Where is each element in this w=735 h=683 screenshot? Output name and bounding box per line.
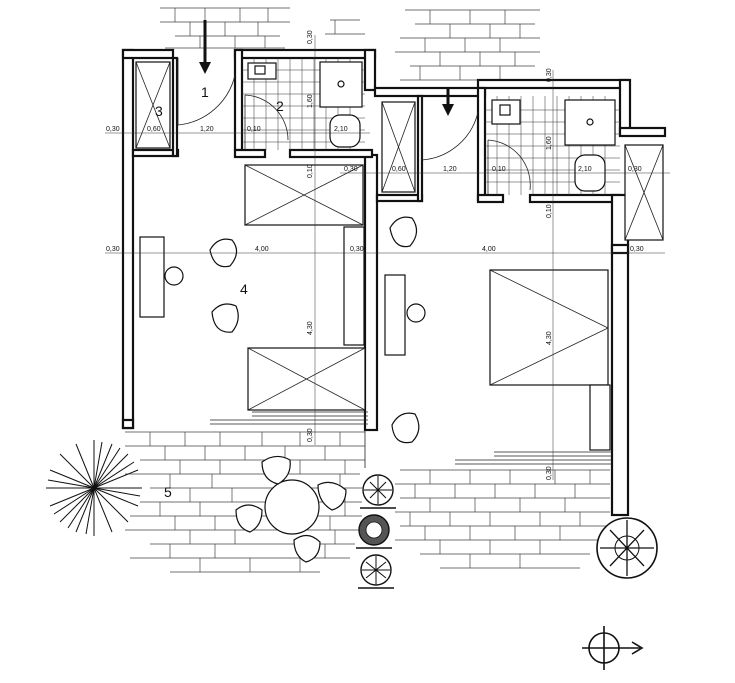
- entry-door-left: [177, 20, 236, 126]
- desk-left: [139, 236, 165, 318]
- dim-top-wall: 0,30: [307, 30, 314, 44]
- desk-right: [384, 274, 406, 356]
- dim-r-entry: 1,20: [443, 166, 457, 173]
- dim-r-right-wall: 0,30: [628, 166, 642, 173]
- dim-wardrobe: 0,60: [147, 126, 161, 133]
- bath-door-right: [487, 139, 531, 195]
- chair-left-2: [211, 303, 239, 333]
- dim-bottom-wall: 0,30: [307, 428, 314, 442]
- dim-r-bottom-wall: 0,30: [546, 466, 553, 480]
- room-number-5: 5: [164, 484, 172, 500]
- dimension-lines: [105, 35, 670, 480]
- dim-r-bath-h: 1,60: [546, 136, 553, 150]
- wardrobe-left: [135, 61, 171, 149]
- north-arrow-icon: [582, 626, 644, 670]
- stool-right: [406, 303, 426, 323]
- cabinet-left: [343, 226, 365, 346]
- dim-r-bath-w: 2,10: [578, 166, 592, 173]
- dim-r-lower-partition: 0,10: [546, 204, 553, 218]
- wardrobe-right: [381, 101, 416, 193]
- room-number-2: 2: [276, 98, 284, 114]
- window-right-bottom: [455, 451, 612, 465]
- dim-entry: 1,20: [200, 126, 214, 133]
- bed-right: [489, 269, 609, 386]
- entry-door-right: [421, 88, 479, 161]
- bathroom-left: [242, 58, 365, 150]
- dim-r-right-wall2: 0,30: [630, 246, 644, 253]
- room-number-1: 1: [201, 84, 209, 100]
- dim-partition: 0,10: [247, 126, 261, 133]
- dim-room-left-wall: 0,30: [106, 246, 120, 253]
- dim-r-left-wall: 0,30: [344, 166, 358, 173]
- shrub-large: [46, 440, 142, 536]
- room-number-4: 4: [240, 281, 248, 297]
- cabinet-right: [589, 384, 611, 451]
- left-unit-walls: [121, 48, 379, 432]
- dim-r-room-h: 4,30: [546, 331, 553, 345]
- dim-bath-w: 2,10: [334, 126, 348, 133]
- dim-bath-h: 1,60: [307, 94, 314, 108]
- wardrobe-far-right: [624, 144, 664, 241]
- plant-4: [596, 517, 658, 579]
- chair-right-1: [389, 216, 418, 248]
- terrace-table-set: [235, 455, 347, 563]
- terrace-paving: [125, 431, 610, 573]
- plant-2: [356, 514, 392, 549]
- dim-lower-partition: 0,10: [307, 164, 314, 178]
- bath-door-left: [244, 94, 289, 150]
- dim-r-room-w: 4,00: [482, 246, 496, 253]
- window-left-bottom: [210, 411, 368, 425]
- stool-left: [164, 266, 184, 286]
- dim-middle-wall: 0,30: [350, 246, 364, 253]
- dim-r-top-wall: 0,30: [546, 68, 553, 82]
- room-number-3: 3: [155, 103, 163, 119]
- dim-r-wardrobe: 0,60: [392, 166, 406, 173]
- bed-left-top: [244, 164, 364, 226]
- chair-right-2: [391, 412, 420, 444]
- dim-left-wall: 0,30: [106, 126, 120, 133]
- dim-r-partition: 0,10: [492, 166, 506, 173]
- plant-1: [360, 474, 396, 509]
- dim-room-h: 4,30: [307, 321, 314, 335]
- plant-3: [358, 554, 394, 589]
- dim-room-w: 4,00: [255, 246, 269, 253]
- bed-left-bottom: [247, 347, 366, 411]
- bathroom-right: [485, 96, 620, 195]
- top-paving: [160, 7, 540, 81]
